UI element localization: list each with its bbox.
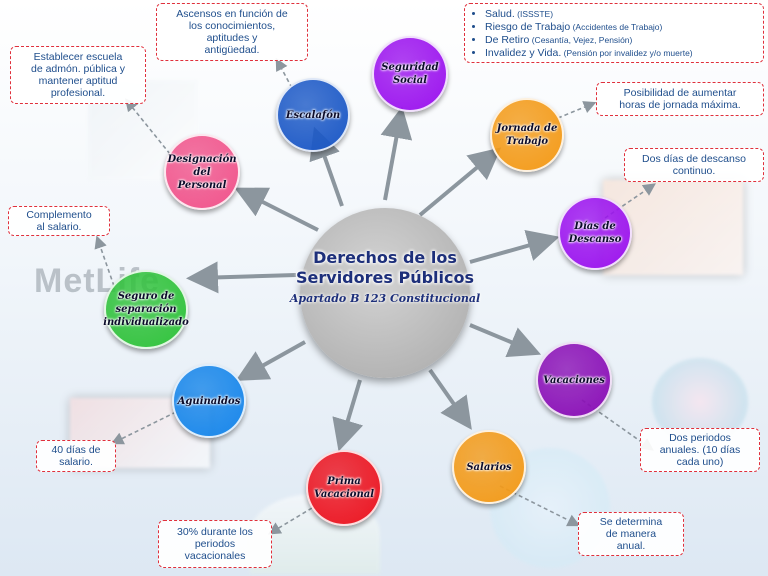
note-vacaciones: Dos periodos anuales. (10 días cada uno) xyxy=(640,428,760,472)
center-title: Derechos de los Servidores Públicos xyxy=(296,248,474,287)
note-designacion: Establecer escuela de admón. pública y m… xyxy=(10,46,146,104)
center-circle xyxy=(300,208,470,378)
note-separacion: Complemento al salario. xyxy=(8,206,110,236)
node-vacaciones[interactable]: Vacaciones xyxy=(536,342,612,418)
note-escalafon: Ascensos en función de los conocimientos… xyxy=(156,3,308,61)
node-label: Seguridad Social xyxy=(381,62,439,86)
node-label: Jornada de Trabajo xyxy=(496,123,558,147)
list-item: Salud. (ISSSTE) xyxy=(485,8,757,21)
node-label: Designación del Personal xyxy=(167,153,237,191)
note-aguinaldos: 40 días de salario. xyxy=(36,440,116,472)
note-descanso: Dos días de descanso continuo. xyxy=(624,148,764,182)
node-prima-vacacional[interactable]: Prima Vacacional xyxy=(306,450,382,526)
node-seguro-separacion[interactable]: Seguro de separación individualizado xyxy=(103,270,189,349)
center-subtitle: Apartado B 123 Constitucional xyxy=(289,292,481,305)
arrow-descanso xyxy=(469,230,560,264)
arrow-salarios xyxy=(428,368,472,430)
arrow-aguinaldos xyxy=(235,340,306,381)
seguridad-list: Salud. (ISSSTE) Riesgo de Trabajo (Accid… xyxy=(471,8,757,60)
note-jornada: Posibilidad de aumentar horas de jornada… xyxy=(596,82,764,116)
node-salarios[interactable]: Salarios xyxy=(452,430,526,504)
list-item: De Retiro (Cesantía, Vejez, Pensión) xyxy=(485,34,757,47)
dash-escalafon xyxy=(275,57,293,89)
node-label: Salarios xyxy=(466,461,512,473)
node-seguridad-social[interactable]: Seguridad Social xyxy=(372,36,448,112)
dash-prima xyxy=(267,507,313,535)
node-label: Escalafón xyxy=(285,109,341,121)
dash-aguinaldos xyxy=(110,411,177,445)
node-escalafon[interactable]: Escalafón xyxy=(276,78,350,152)
dash-designacion xyxy=(124,98,171,155)
dash-separacion xyxy=(94,235,115,287)
note-seguridad-social: Salud. (ISSSTE) Riesgo de Trabajo (Accid… xyxy=(464,3,764,63)
node-label: Vacaciones xyxy=(543,374,605,386)
node-label: Seguro de separación individualizado xyxy=(103,291,189,328)
node-aguinaldos[interactable]: Aguinaldos xyxy=(172,364,246,438)
arrow-vacaciones xyxy=(469,323,542,358)
arrow-separacion xyxy=(186,261,297,294)
dash-jornada xyxy=(557,101,597,119)
node-jornada-trabajo[interactable]: Jornada de Trabajo xyxy=(490,98,564,172)
note-salarios: Se determina de manera anual. xyxy=(578,512,684,556)
arrow-designacion xyxy=(234,187,319,232)
arrow-seguridad xyxy=(380,106,413,201)
node-label: Días de Descanso xyxy=(568,221,622,245)
note-prima: 30% durante los periodos vacacionales xyxy=(158,520,272,568)
node-label: Prima Vacacional xyxy=(314,476,374,500)
arrow-prima xyxy=(332,379,364,452)
node-designacion-personal[interactable]: Designación del Personal xyxy=(164,134,240,210)
node-dias-descanso[interactable]: Días de Descanso xyxy=(558,196,632,270)
list-item: Invalidez y Vida. (Pensión por invalidez… xyxy=(485,47,757,60)
list-item: Riesgo de Trabajo (Accidentes de Trabajo… xyxy=(485,21,757,34)
node-label: Aguinaldos xyxy=(177,395,241,407)
arrow-jornada xyxy=(418,147,502,217)
